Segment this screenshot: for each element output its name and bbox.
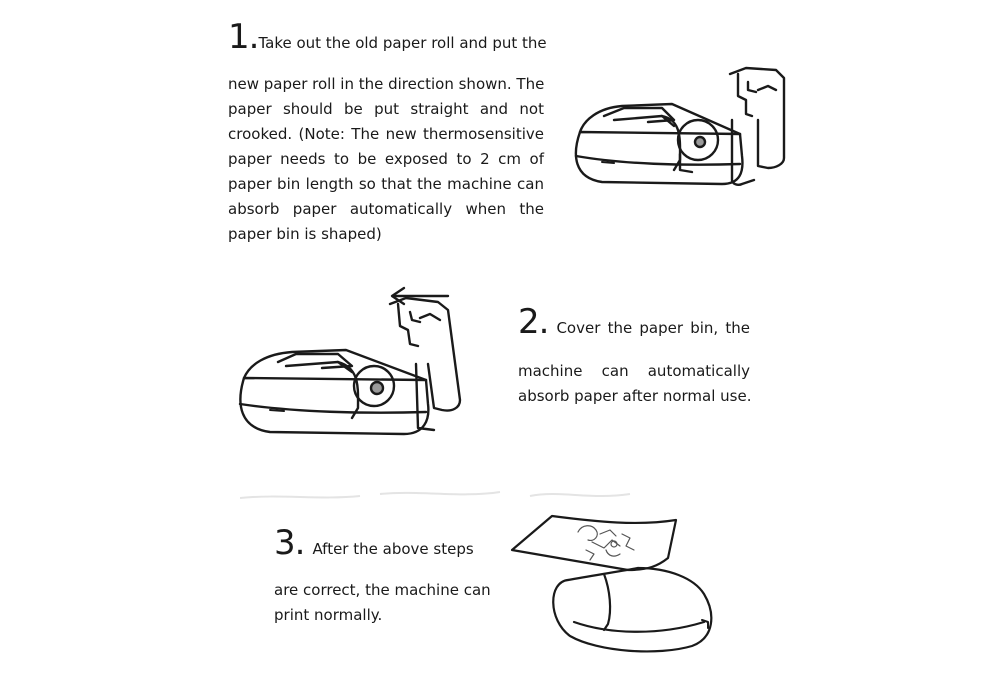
step-1-body: new paper roll in the direction shown. T… <box>228 72 544 247</box>
step-3-line: print normally. <box>274 606 383 624</box>
printer-open-lid-illustration <box>562 60 792 190</box>
printed-image-icon <box>577 525 635 561</box>
step-1-line: crooked. (Note: The new thermosensitive <box>228 125 544 143</box>
step-1-first-line: Take out the old paper roll and put the <box>258 34 547 52</box>
step-1-line: new paper roll in the direction shown. T… <box>228 75 545 93</box>
step-2-line: absorb paper after normal use. <box>518 387 752 405</box>
step-1-line: paper should be put straight and not <box>228 100 544 118</box>
step-2-first-line: Cover the paper bin, the <box>556 319 750 337</box>
arrow-left-icon <box>390 286 450 306</box>
step-3-heading: 3. After the above steps <box>274 526 484 560</box>
step-1-number: 1. <box>228 17 259 57</box>
printer-closing-lid-illustration <box>234 282 480 438</box>
step-2-line: machine can automatically <box>518 362 750 380</box>
step-3-line: are correct, the machine can <box>274 581 491 599</box>
step-3-number: 3. <box>274 523 305 563</box>
step-1: 1. Take out the old paper roll and put t… <box>228 17 547 247</box>
step-3: 3. After the above steps are correct, th… <box>274 526 491 628</box>
step-2: 2. Cover the paper bin, the machine can … <box>518 305 752 409</box>
printer-printing-illustration <box>508 510 728 660</box>
step-1-line: paper needs to be exposed to 2 cm of <box>228 150 544 168</box>
step-1-heading: 1. Take out the old paper roll and put t… <box>228 17 547 57</box>
step-1-line: absorb paper automatically when the <box>228 200 544 218</box>
step-1-line: paper bin length so that the machine can <box>228 175 544 193</box>
step-2-number: 2. <box>518 302 549 342</box>
step-2-heading: 2. Cover the paper bin, the <box>518 305 750 339</box>
step-3-body: are correct, the machine can print norma… <box>274 578 491 628</box>
step-2-body: machine can automatically absorb paper a… <box>518 359 752 409</box>
faint-background-texture <box>239 480 670 506</box>
step-3-first-line: After the above steps <box>312 540 474 558</box>
step-1-line: paper bin is shaped) <box>228 225 382 243</box>
